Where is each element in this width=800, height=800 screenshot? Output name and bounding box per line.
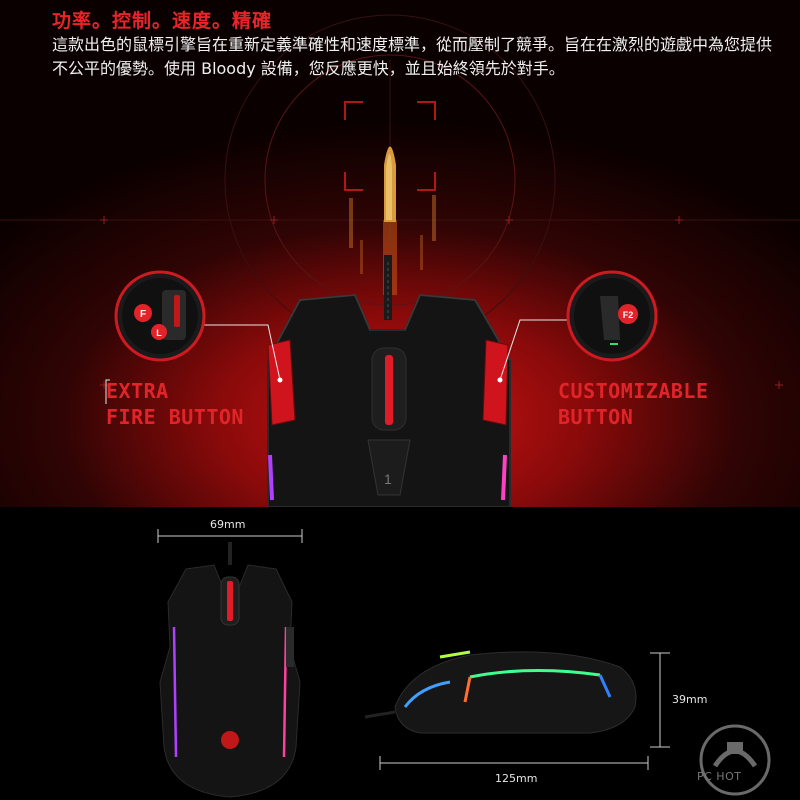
- callout-lines: [105, 319, 568, 404]
- callout-line: EXTRA: [106, 379, 169, 403]
- height-dimension-line: [650, 652, 670, 748]
- dimensions-graphic: [157, 529, 670, 798]
- length-label: 125mm: [495, 772, 538, 785]
- badge-f: F: [140, 309, 146, 320]
- bullet-icon: [384, 146, 396, 222]
- dimensions-section: 69mm 39mm 125mm: [0, 507, 800, 800]
- mouse-hero-image: [267, 293, 511, 507]
- badge-f2: F2: [623, 310, 634, 320]
- width-dimension-line: [157, 529, 303, 543]
- plus-markers: [100, 216, 783, 389]
- callout-line: BUTTON: [558, 405, 634, 429]
- width-label: 69mm: [210, 518, 246, 531]
- hero-graphic: 1: [0, 14, 800, 507]
- extra-fire-button-zoom: [114, 270, 206, 362]
- mouse-side-view-image: [364, 650, 637, 734]
- dpi-digit: 1: [384, 471, 392, 487]
- feature-description: 這款出色的鼠標引擎旨在重新定義準確性和速度標準，從而壓制了競爭。旨在在激烈的遊戲…: [52, 35, 773, 78]
- target-brackets: [344, 101, 436, 191]
- customizable-button-callout: CUSTOMIZABLE BUTTON: [558, 378, 709, 430]
- feature-title: 功率。控制。速度。精確: [52, 10, 273, 32]
- pchot-logo-icon: [699, 724, 771, 796]
- extra-fire-button-callout: EXTRA FIRE BUTTON: [106, 378, 244, 430]
- callout-line: CUSTOMIZABLE: [558, 379, 709, 403]
- hero-section: 1: [0, 0, 800, 507]
- callout-line: FIRE BUTTON: [106, 405, 244, 429]
- length-dimension-line: [379, 756, 649, 770]
- customizable-button-zoom: [566, 270, 658, 362]
- watermark-text: PC HOT: [697, 770, 742, 783]
- mouse-top-view-image: [159, 542, 301, 798]
- badge-l: L: [156, 328, 162, 338]
- height-label: 39mm: [672, 693, 708, 706]
